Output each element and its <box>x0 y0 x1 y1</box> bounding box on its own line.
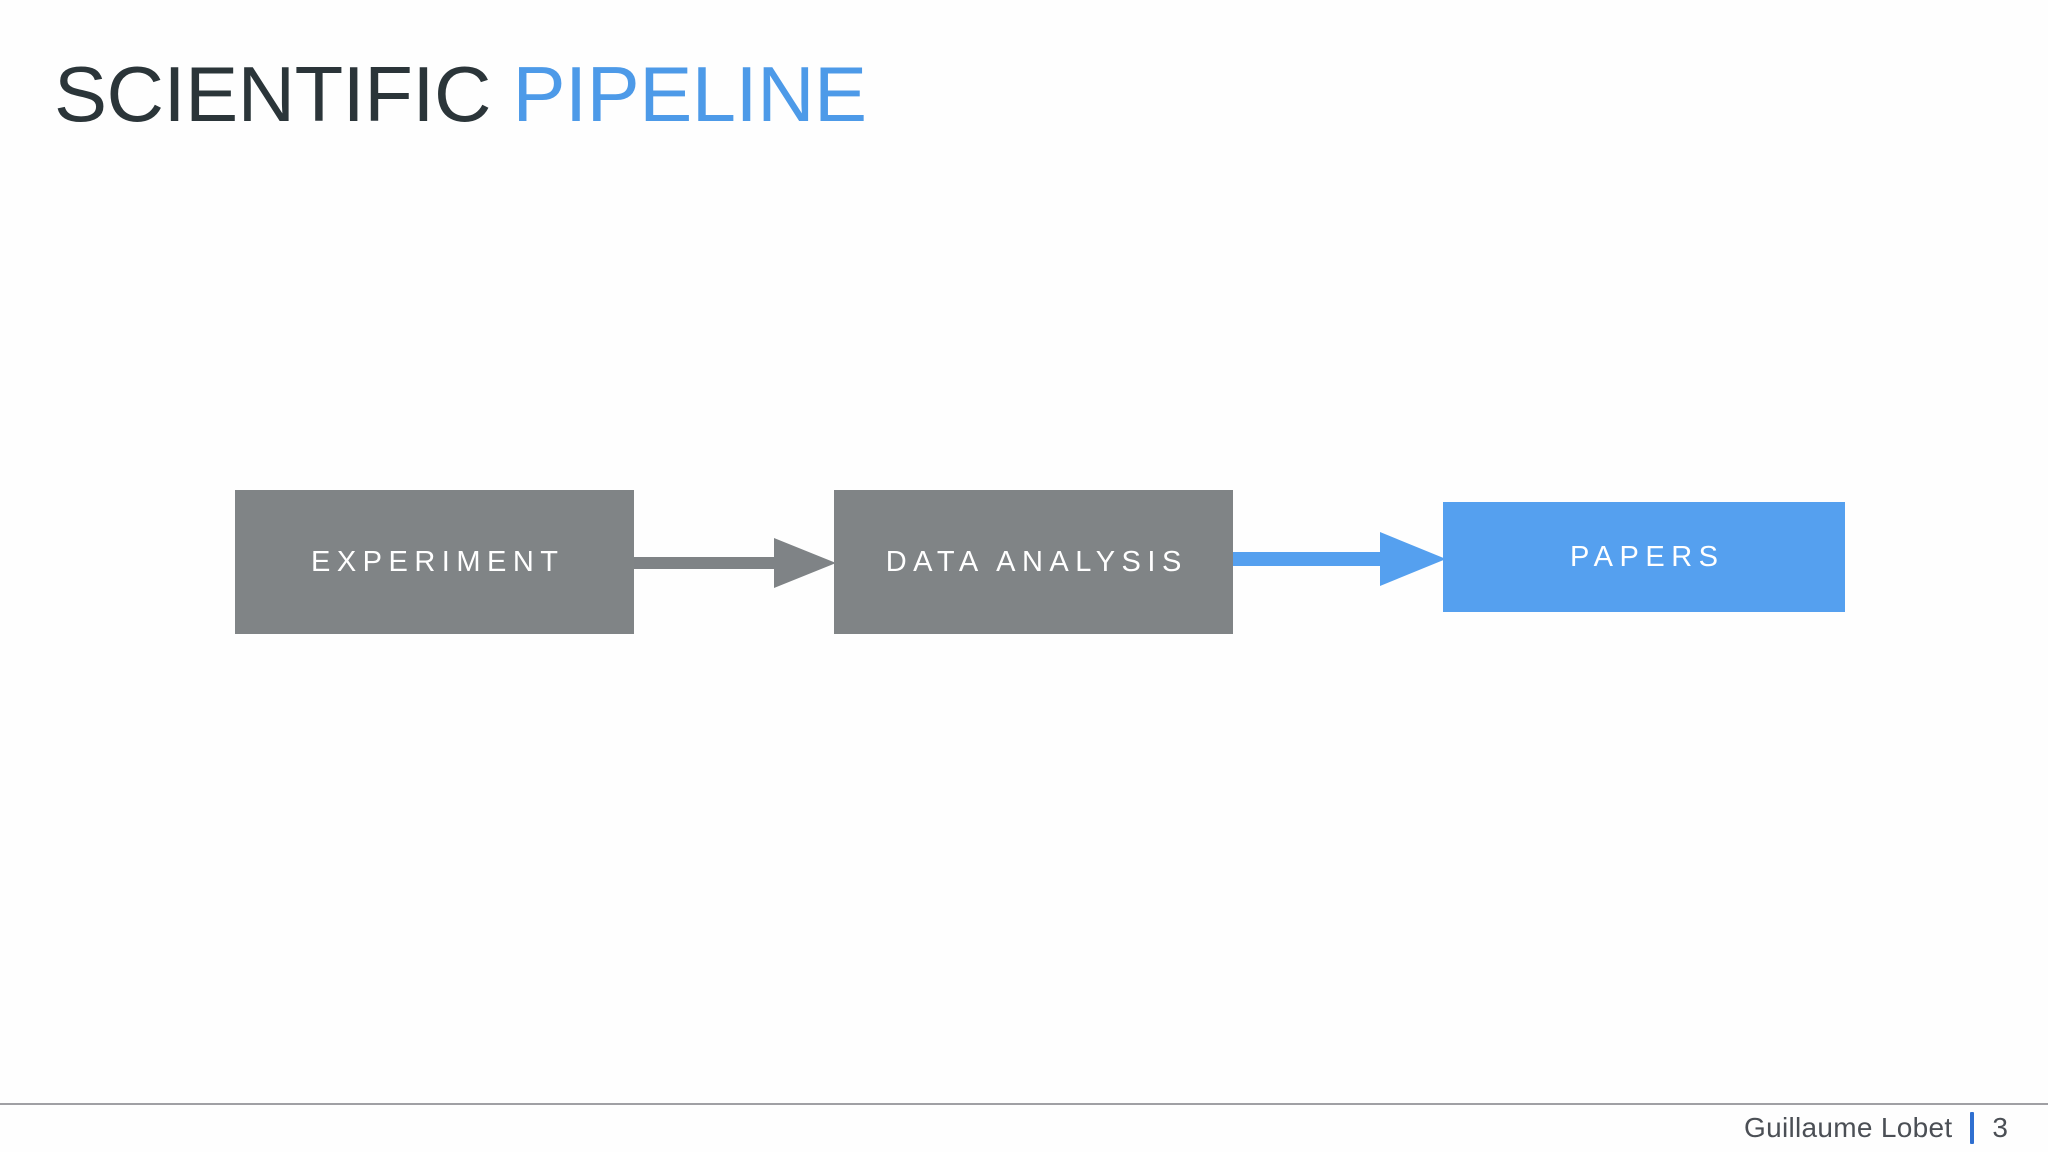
arrow-experiment-to-data-analysis <box>634 538 836 588</box>
flow-node-experiment[interactable]: EXPERIMENT <box>235 490 634 634</box>
flow-node-papers-label: PAPERS <box>1569 540 1725 573</box>
footer-page-number: 3 <box>1992 1112 2008 1143</box>
flow-node-data-analysis-label: DATA ANALYSIS <box>885 545 1188 578</box>
flow-node-papers[interactable]: PAPERS <box>1443 502 1845 612</box>
title-part-accent: PIPELINE <box>490 50 867 138</box>
footer-divider <box>0 1103 2048 1105</box>
flow-node-experiment-label: EXPERIMENT <box>310 545 565 578</box>
flow-node-data-analysis[interactable]: DATA ANALYSIS <box>834 490 1233 634</box>
footer-author: Guillaume Lobet <box>1744 1112 1953 1143</box>
page-title: SCIENTIFIC PIPELINE <box>54 52 867 136</box>
footer-separator-bar <box>1970 1112 1975 1144</box>
title-part-primary: SCIENTIFIC <box>54 50 491 138</box>
arrow-data-analysis-to-papers <box>1232 532 1446 586</box>
footer: Guillaume Lobet 3 <box>1744 1112 2008 1144</box>
